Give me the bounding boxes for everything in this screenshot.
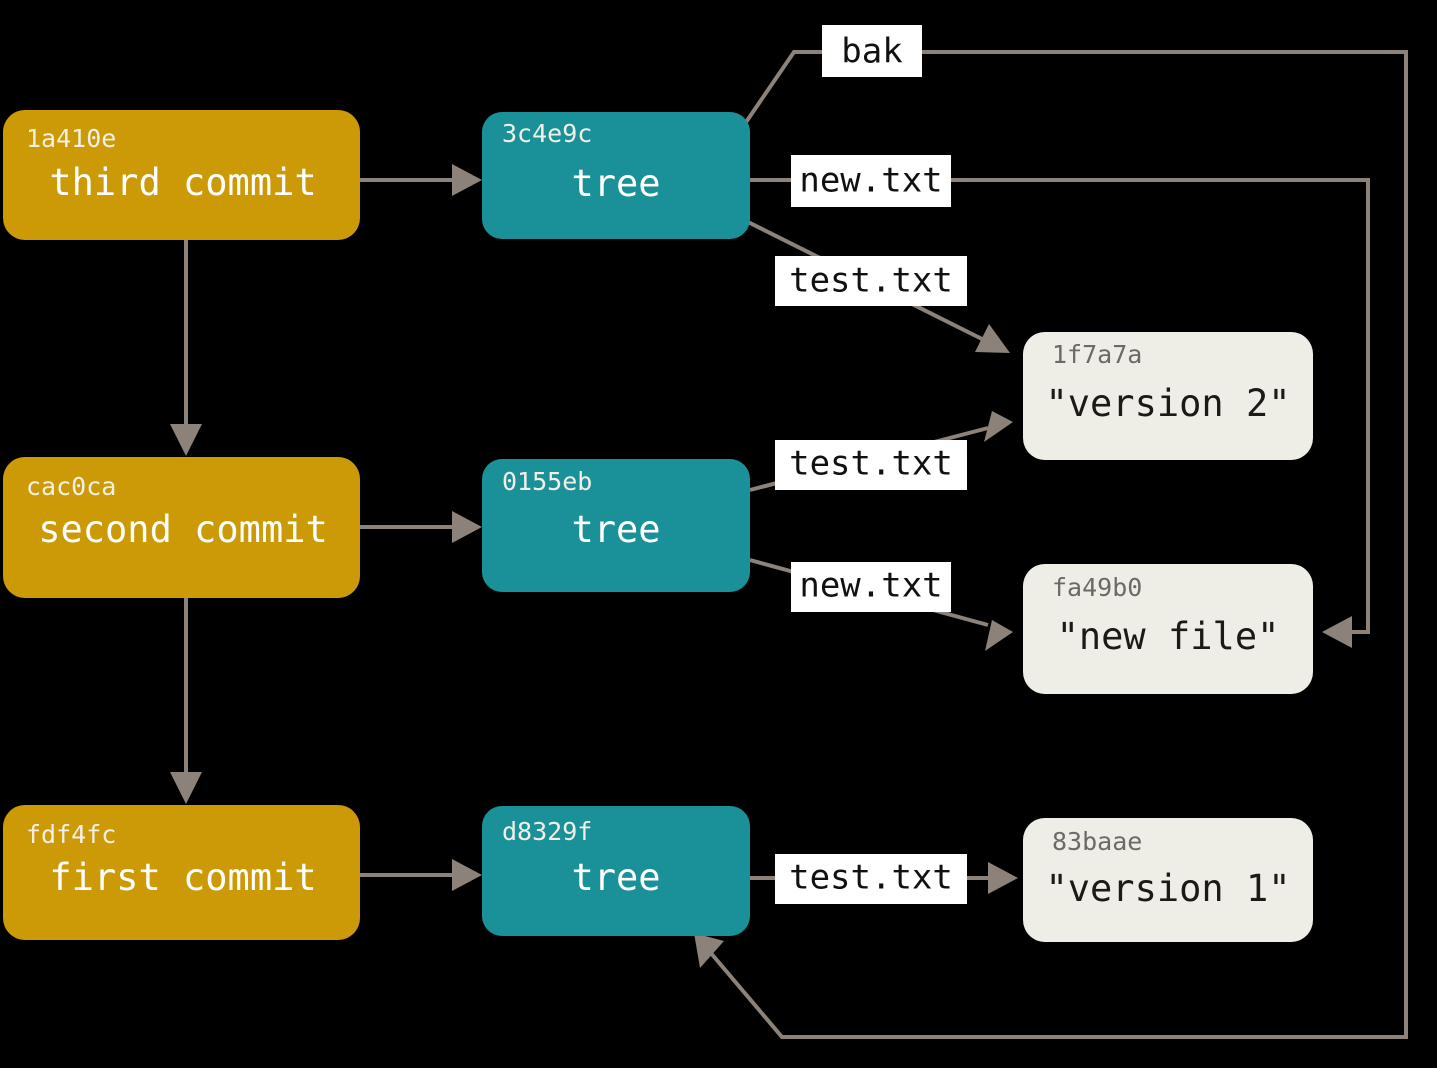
- blob-version-1-hash: 83baae: [1052, 827, 1142, 856]
- blob-new-file-title: "new file": [1057, 615, 1280, 658]
- edge-label-bak-text: bak: [841, 32, 902, 72]
- commit-third-box[interactable]: [3, 110, 360, 240]
- edge-label-tree-third-new-bg: [791, 155, 951, 207]
- tree-first-title: tree: [571, 856, 660, 899]
- commit-third-hash: 1a410e: [26, 124, 116, 153]
- tree-third-title: tree: [571, 162, 660, 205]
- node-blob-version-2[interactable]: 1f7a7a "version 2": [1023, 332, 1313, 460]
- tree-third-box[interactable]: [482, 112, 750, 239]
- edge-commit-first-to-tree: [360, 859, 482, 891]
- blob-new-file-hash: fa49b0: [1052, 573, 1142, 602]
- edge-label-tree-second-test-bg: [775, 440, 967, 490]
- edge-label-tree-third-new-txt: new.txt: [791, 155, 951, 207]
- tree-first-box[interactable]: [482, 806, 750, 936]
- edge-commit-second-to-tree: [360, 511, 482, 543]
- blob-version-2-box[interactable]: [1023, 332, 1313, 460]
- edge-commit-third-to-tree: [360, 164, 482, 196]
- edge-label-bak-bg: [822, 25, 922, 77]
- blob-new-file-box[interactable]: [1023, 564, 1313, 694]
- edge-label-tree-second-test-text: test.txt: [789, 444, 953, 484]
- edge-label-tree-first-test-bg: [775, 854, 967, 904]
- node-commit-second[interactable]: cac0ca second commit: [3, 457, 360, 598]
- node-blob-new-file[interactable]: fa49b0 "new file": [1023, 564, 1313, 694]
- tree-third-hash: 3c4e9c: [502, 119, 592, 148]
- commit-second-hash: cac0ca: [26, 472, 116, 501]
- commit-first-title: first commit: [49, 856, 316, 899]
- blob-version-2-hash: 1f7a7a: [1052, 340, 1142, 369]
- edge-label-tree-third-test-text: test.txt: [789, 261, 953, 301]
- node-blob-version-1[interactable]: 83baae "version 1": [1023, 818, 1313, 942]
- edge-tree-third-bak-to-tree-first: [694, 50, 1408, 1039]
- commit-first-hash: fdf4fc: [26, 820, 116, 849]
- tree-second-box[interactable]: [482, 459, 750, 592]
- edge-label-tree-second-new-text: new.txt: [799, 566, 942, 606]
- edge-label-tree-first-test-text: test.txt: [789, 858, 953, 898]
- edge-label-tree-second-test-txt: test.txt: [775, 440, 967, 490]
- commit-third-title: third commit: [49, 161, 316, 204]
- edge-label-tree-second-new-bg: [791, 562, 951, 612]
- commit-first-box[interactable]: [3, 805, 360, 940]
- tree-second-hash: 0155eb: [502, 467, 592, 496]
- commit-second-box[interactable]: [3, 457, 360, 598]
- commit-second-title: second commit: [38, 508, 328, 551]
- node-commit-third[interactable]: 1a410e third commit: [3, 110, 360, 240]
- edge-label-bak: bak: [822, 25, 922, 77]
- node-tree-second[interactable]: 0155eb tree: [482, 459, 750, 592]
- edge-label-tree-third-new-text: new.txt: [799, 161, 942, 201]
- node-commit-first[interactable]: fdf4fc first commit: [3, 805, 360, 940]
- edge-label-tree-second-new-txt: new.txt: [791, 562, 951, 612]
- tree-second-title: tree: [571, 508, 660, 551]
- edge-commit-second-to-first: [170, 598, 202, 804]
- tree-first-hash: d8329f: [502, 817, 592, 846]
- edge-label-tree-first-test-txt: test.txt: [775, 854, 967, 904]
- node-tree-third[interactable]: 3c4e9c tree: [482, 112, 750, 239]
- blob-version-2-title: "version 2": [1045, 382, 1290, 425]
- edge-label-tree-third-test-bg: [775, 256, 967, 306]
- edge-tree-third-new-to-blob-newfile: [750, 178, 1370, 648]
- blob-version-1-box[interactable]: [1023, 818, 1313, 942]
- edge-label-tree-third-test-txt: test.txt: [775, 256, 967, 306]
- blob-version-1-title: "version 1": [1045, 867, 1290, 910]
- edge-commit-third-to-second: [170, 240, 202, 456]
- node-tree-first[interactable]: d8329f tree: [482, 806, 750, 936]
